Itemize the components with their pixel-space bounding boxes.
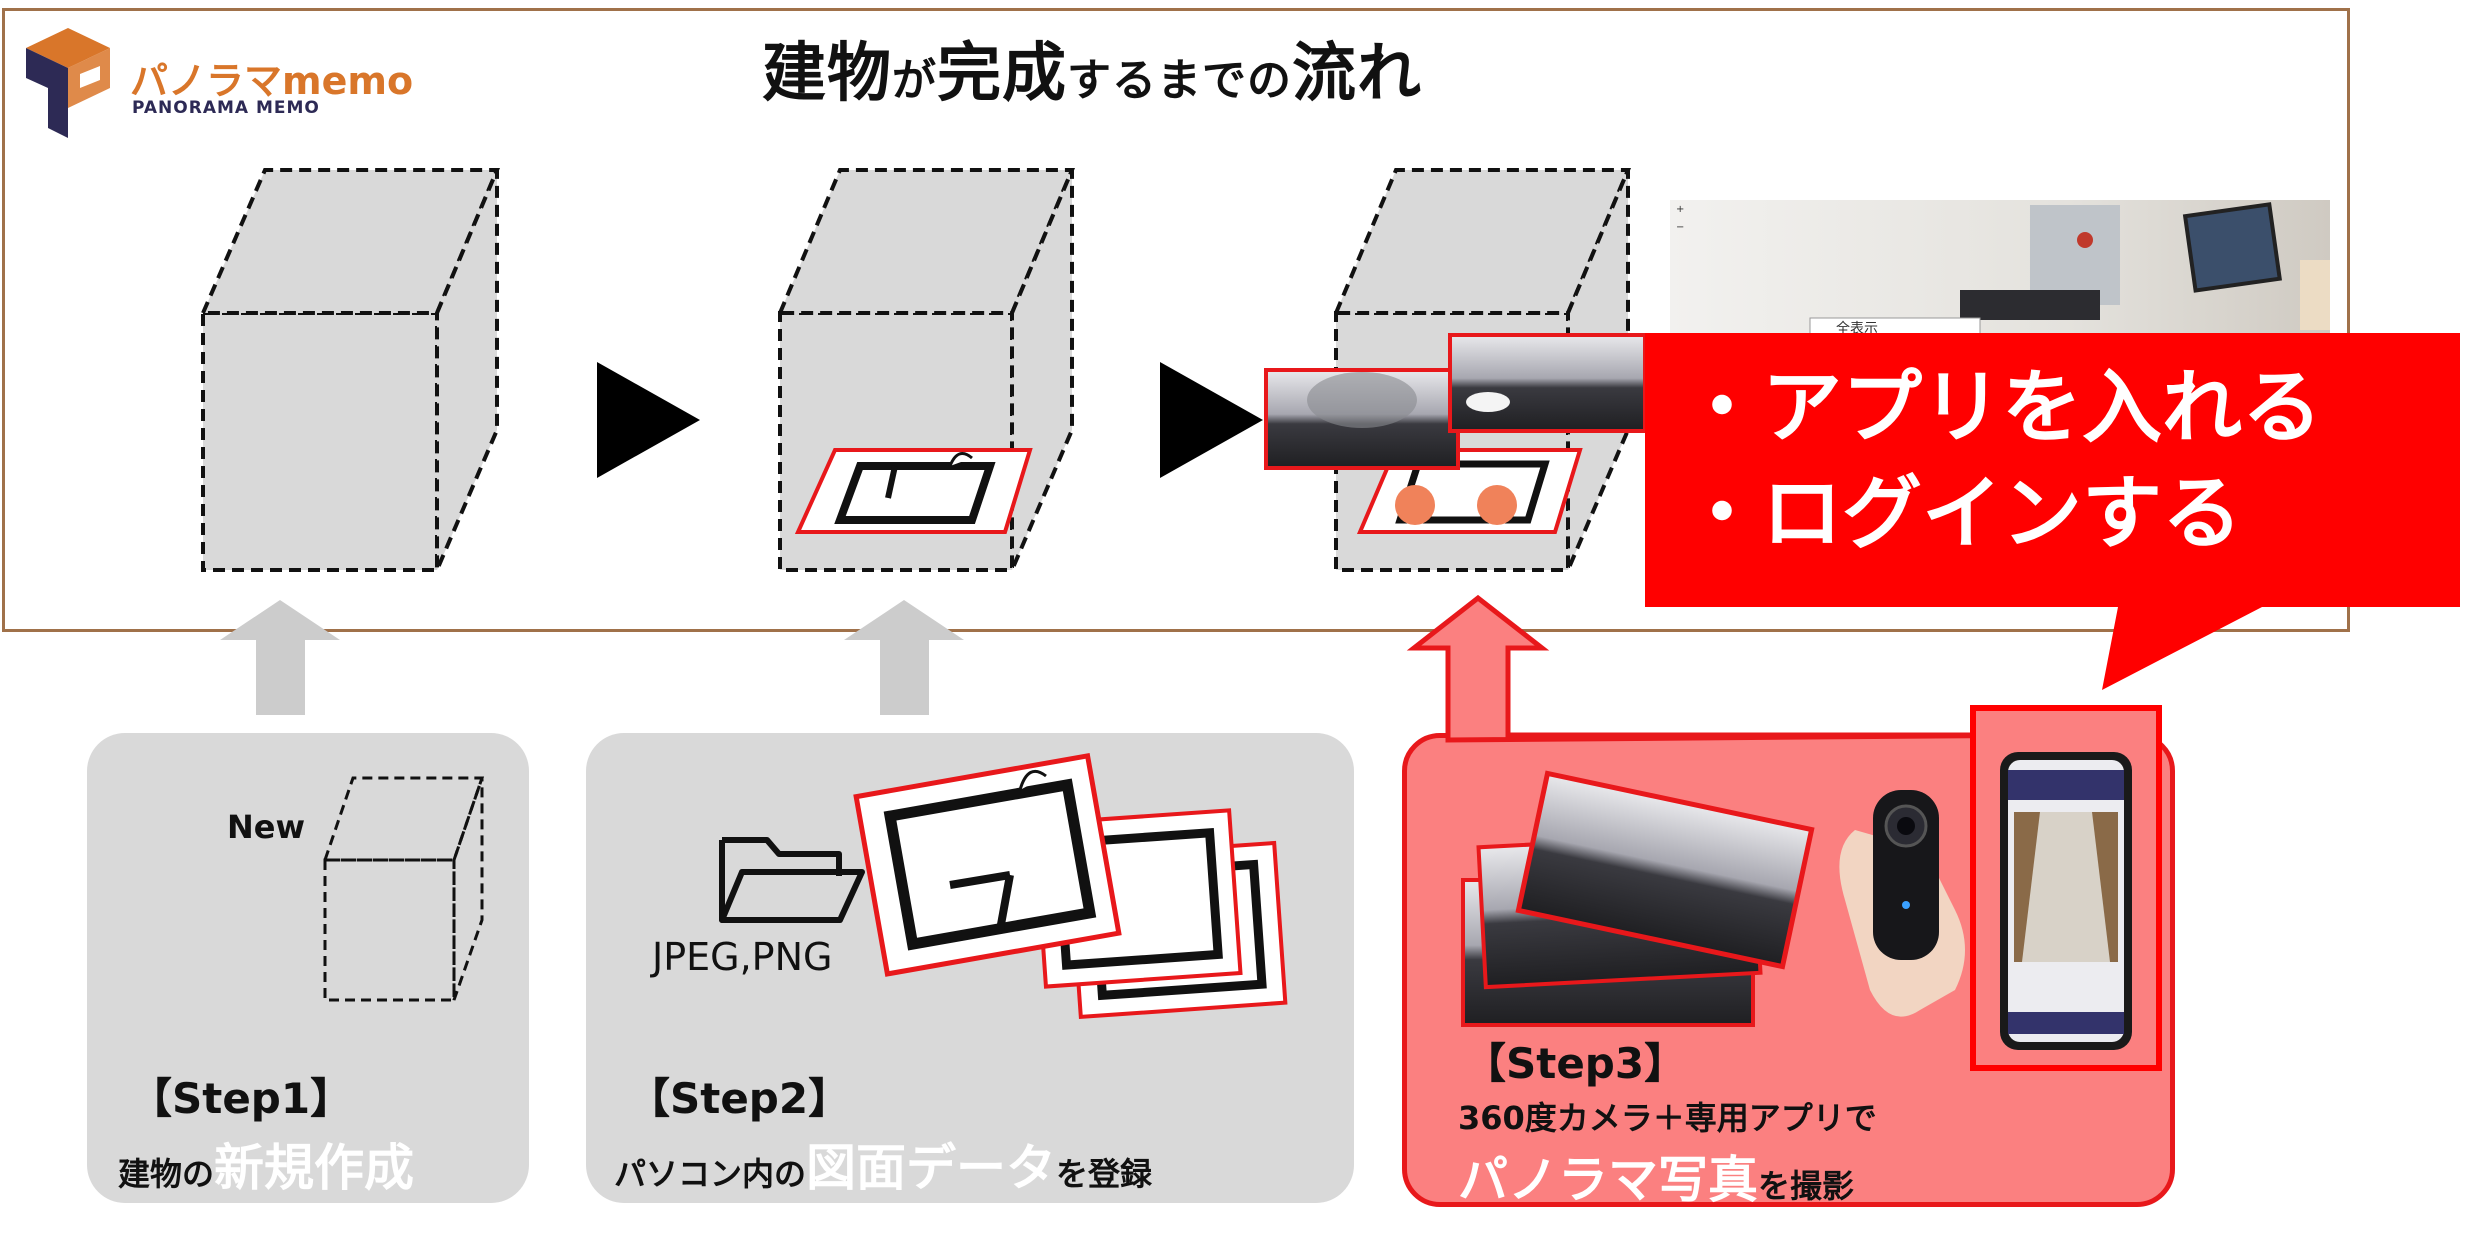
step1-desc-pre: 建物の — [118, 1155, 215, 1193]
step1-label: 【Step1】 — [130, 1074, 353, 1123]
step2-label: 【Step2】 — [628, 1074, 851, 1123]
step3-desc-highlight: パノラマ写真 — [1458, 1151, 1758, 1209]
step2-desc-pre: パソコン内の — [614, 1155, 807, 1193]
step2-description: パソコン内の図面データを登録 — [614, 1128, 1152, 1200]
logo: パノラマmemo PANORAMA MEMO — [18, 28, 413, 138]
logo-subtitle: PANORAMA MEMO — [132, 98, 320, 118]
callout-line: ・アプリを入れる — [1682, 361, 2322, 454]
logo-text: パノラマmemo — [130, 59, 414, 103]
up-arrow-icon — [1406, 594, 2061, 743]
step1-desc-highlight: 新規作成 — [214, 1139, 415, 1197]
panorama-photo-stack — [1461, 770, 1815, 1027]
smartphone-icon — [1970, 705, 2162, 1071]
new-badge: New — [227, 808, 306, 846]
building-cube-3 — [1264, 168, 1647, 572]
callout-line: ・ログインする — [1682, 467, 2242, 560]
step2-desc-highlight: 図面データ — [806, 1139, 1057, 1197]
step2-desc-post: を登録 — [1056, 1155, 1153, 1193]
up-arrow-icon — [844, 600, 964, 715]
title-part: 完成 — [937, 37, 1067, 111]
speech-callout — [1645, 333, 2460, 690]
step3-desc-post: を撮影 — [1758, 1167, 1855, 1205]
floor-plan-stack — [853, 752, 1288, 1020]
building-cube-2 — [776, 168, 1076, 572]
building-cube-1 — [199, 168, 501, 572]
step3-description-line2: パノラマ写真を撮影 — [1458, 1140, 1854, 1212]
viewer-dropdown[interactable]: 全表示 — [1836, 320, 1878, 337]
pin-marker — [1477, 485, 1517, 525]
play-arrow-icon — [597, 362, 700, 478]
callout-text: ・アプリを入れる ・ログインする — [1682, 355, 2322, 567]
camera-360-icon — [1839, 790, 1965, 1017]
title-part: 流れ — [1292, 37, 1422, 111]
play-arrow-icon — [1160, 362, 1263, 478]
step3-description-line1: 360度カメラ＋専用アプリで — [1458, 1099, 1877, 1137]
title-part: するまでの — [1067, 55, 1292, 106]
svg-text:+: + — [1676, 204, 1684, 215]
folder-icon — [719, 837, 865, 923]
page-title: 建物が完成するまでの流れ — [762, 22, 1422, 114]
up-arrow-icon — [220, 600, 340, 715]
title-part: 建物 — [762, 37, 892, 111]
step1-description: 建物の新規作成 — [118, 1128, 414, 1200]
pin-marker — [1395, 485, 1435, 525]
file-types-label: JPEG,PNG — [652, 935, 833, 979]
step3-label: 【Step3】 — [1464, 1039, 1687, 1088]
panorama-photo — [1448, 333, 1647, 433]
title-part: が — [892, 55, 937, 106]
new-building-icon — [322, 776, 485, 1002]
svg-text:−: − — [1676, 222, 1684, 233]
panorama-memo-logo-icon — [26, 28, 110, 138]
viewer-preview: + − 全表示 — [1670, 200, 2330, 340]
